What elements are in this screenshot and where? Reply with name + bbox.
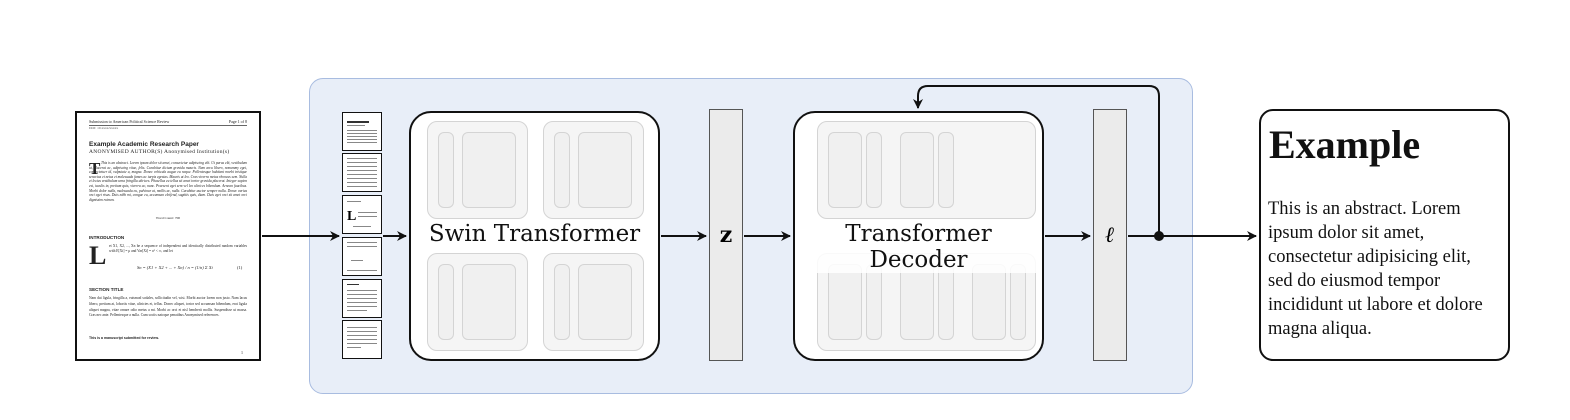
latent-symbol: z bbox=[719, 222, 733, 248]
section-2-heading: SECTION TITLE bbox=[89, 287, 124, 292]
page-header: Submission to American Political Science… bbox=[89, 119, 247, 126]
patch-drop-cap: L bbox=[347, 209, 357, 224]
transformer-decoder-label: Transformer Decoder bbox=[795, 221, 1042, 273]
transformer-decoder-block: Transformer Decoder bbox=[793, 111, 1044, 361]
token-vector-l: ℓ bbox=[1093, 109, 1127, 361]
drop-cap-2: L bbox=[89, 241, 107, 270]
output-title: Example bbox=[1269, 122, 1421, 167]
drop-cap: T bbox=[89, 159, 101, 178]
word-count: Word Count: 700 bbox=[155, 216, 181, 220]
page-number: 1 bbox=[241, 350, 243, 355]
output-text: This is an abstract. Lorem ipsum dolor s… bbox=[1268, 199, 1483, 339]
page-patch-2 bbox=[342, 153, 382, 192]
stage-ghost-1 bbox=[427, 121, 528, 219]
stage-ghost-4 bbox=[543, 253, 644, 351]
decoder-layer-ghost-top bbox=[817, 121, 1036, 219]
arrow-feedback-loop bbox=[913, 85, 1160, 236]
page-patch-3: L bbox=[342, 195, 382, 234]
intro-text: et X1, X2, ..., Xn be a sequence of inde… bbox=[109, 244, 247, 253]
page-header-sub: DOI: 10.xxxx/xxxxx bbox=[89, 126, 119, 130]
page-footer-note: This is a manuscript submitted for revie… bbox=[89, 336, 159, 340]
token-symbol: ℓ bbox=[1105, 222, 1115, 248]
page-authors: ANONYMISED AUTHOR(S) Anonymised Institut… bbox=[89, 149, 230, 155]
equation-number: (1) bbox=[237, 265, 243, 270]
section-intro-heading: INTRODUCTION bbox=[89, 235, 125, 240]
stage-ghost-3 bbox=[427, 253, 528, 351]
equation: Sn = (X1 + X2 + ... + Xn) / n = (1/n) Σ … bbox=[137, 265, 213, 270]
page-patch-1 bbox=[342, 112, 382, 151]
input-document-page: Submission to American Political Science… bbox=[75, 111, 261, 361]
swin-transformer-block: Swin Transformer bbox=[409, 111, 660, 361]
latent-vector-z: z bbox=[709, 109, 743, 361]
output-markdown-box: Example This is an abstract. Lorem ipsum… bbox=[1259, 109, 1510, 361]
page-patch-4 bbox=[342, 237, 382, 276]
page-patch-5 bbox=[342, 279, 382, 318]
swin-transformer-label: Swin Transformer bbox=[411, 221, 658, 247]
page-abstract: This is an abstract. Lorem ipsum dolor s… bbox=[89, 161, 248, 202]
page-patch-6 bbox=[342, 320, 382, 359]
page-header-right: Page 1 of 8 bbox=[228, 119, 247, 124]
page-header-left: Submission to American Political Science… bbox=[89, 119, 170, 124]
section-2-body: Nam dui ligula, fringilla a, euismod sod… bbox=[89, 296, 247, 318]
page-title: Example Academic Research Paper bbox=[89, 141, 199, 148]
stage-ghost-2 bbox=[543, 121, 644, 219]
